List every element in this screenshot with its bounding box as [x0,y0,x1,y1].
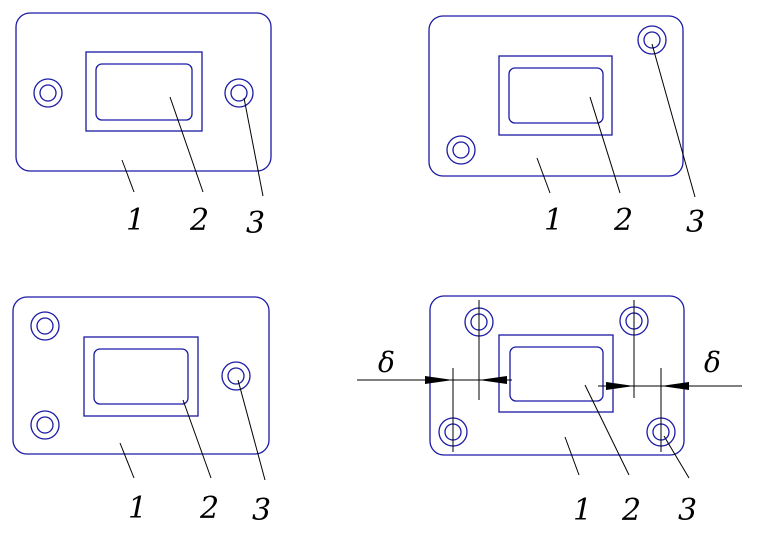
label-part-3: 3 [246,206,265,241]
label-part-2: 2 [613,203,633,238]
window-inner [95,63,193,121]
hole-inner [452,141,470,159]
window-inner [93,348,189,405]
hole-outer [221,361,251,391]
label-part-1: 1 [573,493,592,528]
leader-line [182,399,212,479]
label-part-3: 3 [252,493,271,528]
hole-inner [643,31,661,49]
leader-line [237,379,266,481]
hole-outer [30,311,60,341]
base-plate [12,296,270,455]
leader-line [243,97,264,197]
hole-outer [30,410,60,440]
window-outer [85,51,203,132]
hole-outer [224,78,254,108]
window-inner [509,346,604,402]
label-part-2: 2 [199,491,219,526]
gap-symbol-left: δ [378,346,395,379]
leader-line [651,43,696,198]
gap-symbol-right: δ [704,346,721,379]
leader-line [663,435,690,479]
hole-inner [227,367,245,385]
arrowhead [606,382,634,390]
arrowhead [661,382,689,390]
label-part-2: 2 [189,203,209,238]
leader-line [536,157,551,194]
leader-line [119,442,135,479]
hole-inner [39,84,57,102]
hole-inner [230,84,248,102]
hole-outer [446,135,476,165]
label-part-1: 1 [544,203,563,238]
leader-line [584,384,630,476]
window-inner [508,67,604,124]
base-plate [15,12,272,172]
hole-outer [33,78,63,108]
base-plate [429,295,685,456]
arrowhead [425,376,453,384]
label-part-3: 3 [686,205,705,240]
window-outer [83,336,199,417]
label-part-3: 3 [678,493,697,528]
window-outer [498,55,613,136]
arrowhead [479,376,507,384]
leader-line [169,96,204,193]
leader-line [589,96,621,194]
label-part-1: 1 [126,203,145,238]
label-part-2: 2 [621,493,641,528]
label-part-1: 1 [128,491,147,526]
variant-two-holes-horizontal: 1 2 3 [15,12,272,241]
variant-two-holes-diagonal: 1 2 3 [428,15,705,240]
window-outer [498,334,614,413]
hole-outer [637,25,667,55]
leader-line [121,159,135,193]
variant-four-holes-dimensioned: δ δ 1 2 3 [357,295,742,528]
hole-inner [36,416,54,434]
variant-three-holes: 1 2 3 [12,296,271,528]
base-plate [428,15,684,177]
hole-inner [36,317,54,335]
leader-line [564,436,580,476]
